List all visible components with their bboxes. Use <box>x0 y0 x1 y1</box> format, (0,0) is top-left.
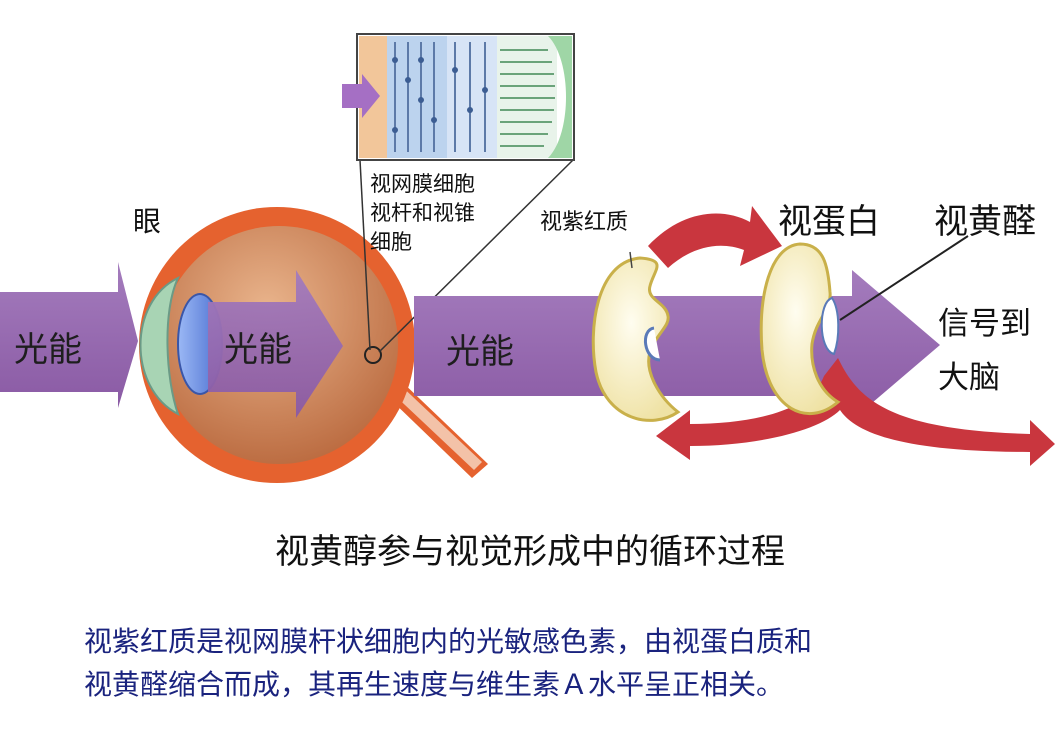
retina-cells-label-1: 视网膜细胞 <box>370 172 475 196</box>
cycle-arrow-upper <box>648 206 782 268</box>
description-paragraph: 视紫红质是视网膜杆状细胞内的光敏感色素，由视蛋白质和 视黄醛缩合而成，其再生速度… <box>84 620 1044 706</box>
description-line-1: 视紫红质是视网膜杆状细胞内的光敏感色素，由视蛋白质和 <box>84 625 813 658</box>
retina-cells-label-2: 视杆和视锥 <box>370 201 475 225</box>
inset-pointer-line-left <box>359 159 371 351</box>
vision-cycle-diagram: 光能 光能 光能 眼 视网膜细胞 视杆和视锥 细胞 视紫红质 视蛋白 视黄醛 信… <box>0 33 1055 483</box>
signal-label-2: 大脑 <box>938 360 1000 396</box>
diagram-graphics <box>0 33 1055 483</box>
light-energy-label-main: 光能 <box>446 332 514 372</box>
diagram-caption: 视黄醇参与视觉形成中的循环过程 <box>275 532 785 572</box>
retina-spot-marker <box>364 346 382 364</box>
opsin-molecule <box>759 242 841 415</box>
light-energy-label-eye: 光能 <box>224 330 292 370</box>
retina-cells-inset <box>342 33 575 161</box>
light-arrow-inside-eye <box>208 270 343 418</box>
opsin-label: 视蛋白 <box>778 202 880 242</box>
signal-label-1: 信号到 <box>938 306 1031 342</box>
rhodopsin-pointer-line <box>629 251 633 269</box>
rhodopsin-label: 视紫红质 <box>540 210 629 235</box>
retina-cells-label-3: 细胞 <box>370 230 412 254</box>
light-energy-label-left: 光能 <box>14 330 82 370</box>
retinal-label: 视黄醛 <box>934 202 1036 242</box>
rhodopsin-molecule <box>591 256 681 422</box>
retinal-pointer-line <box>839 235 969 321</box>
light-arrow-left <box>0 262 138 408</box>
cornea <box>139 275 181 417</box>
description-line-2: 视黄醛缩合而成，其再生速度与维生素Ａ水平呈正相关。 <box>84 668 785 701</box>
return-arrow-lower <box>656 358 1055 466</box>
eye-label: 眼 <box>133 205 162 238</box>
inset-pointer-line-right <box>378 159 574 353</box>
